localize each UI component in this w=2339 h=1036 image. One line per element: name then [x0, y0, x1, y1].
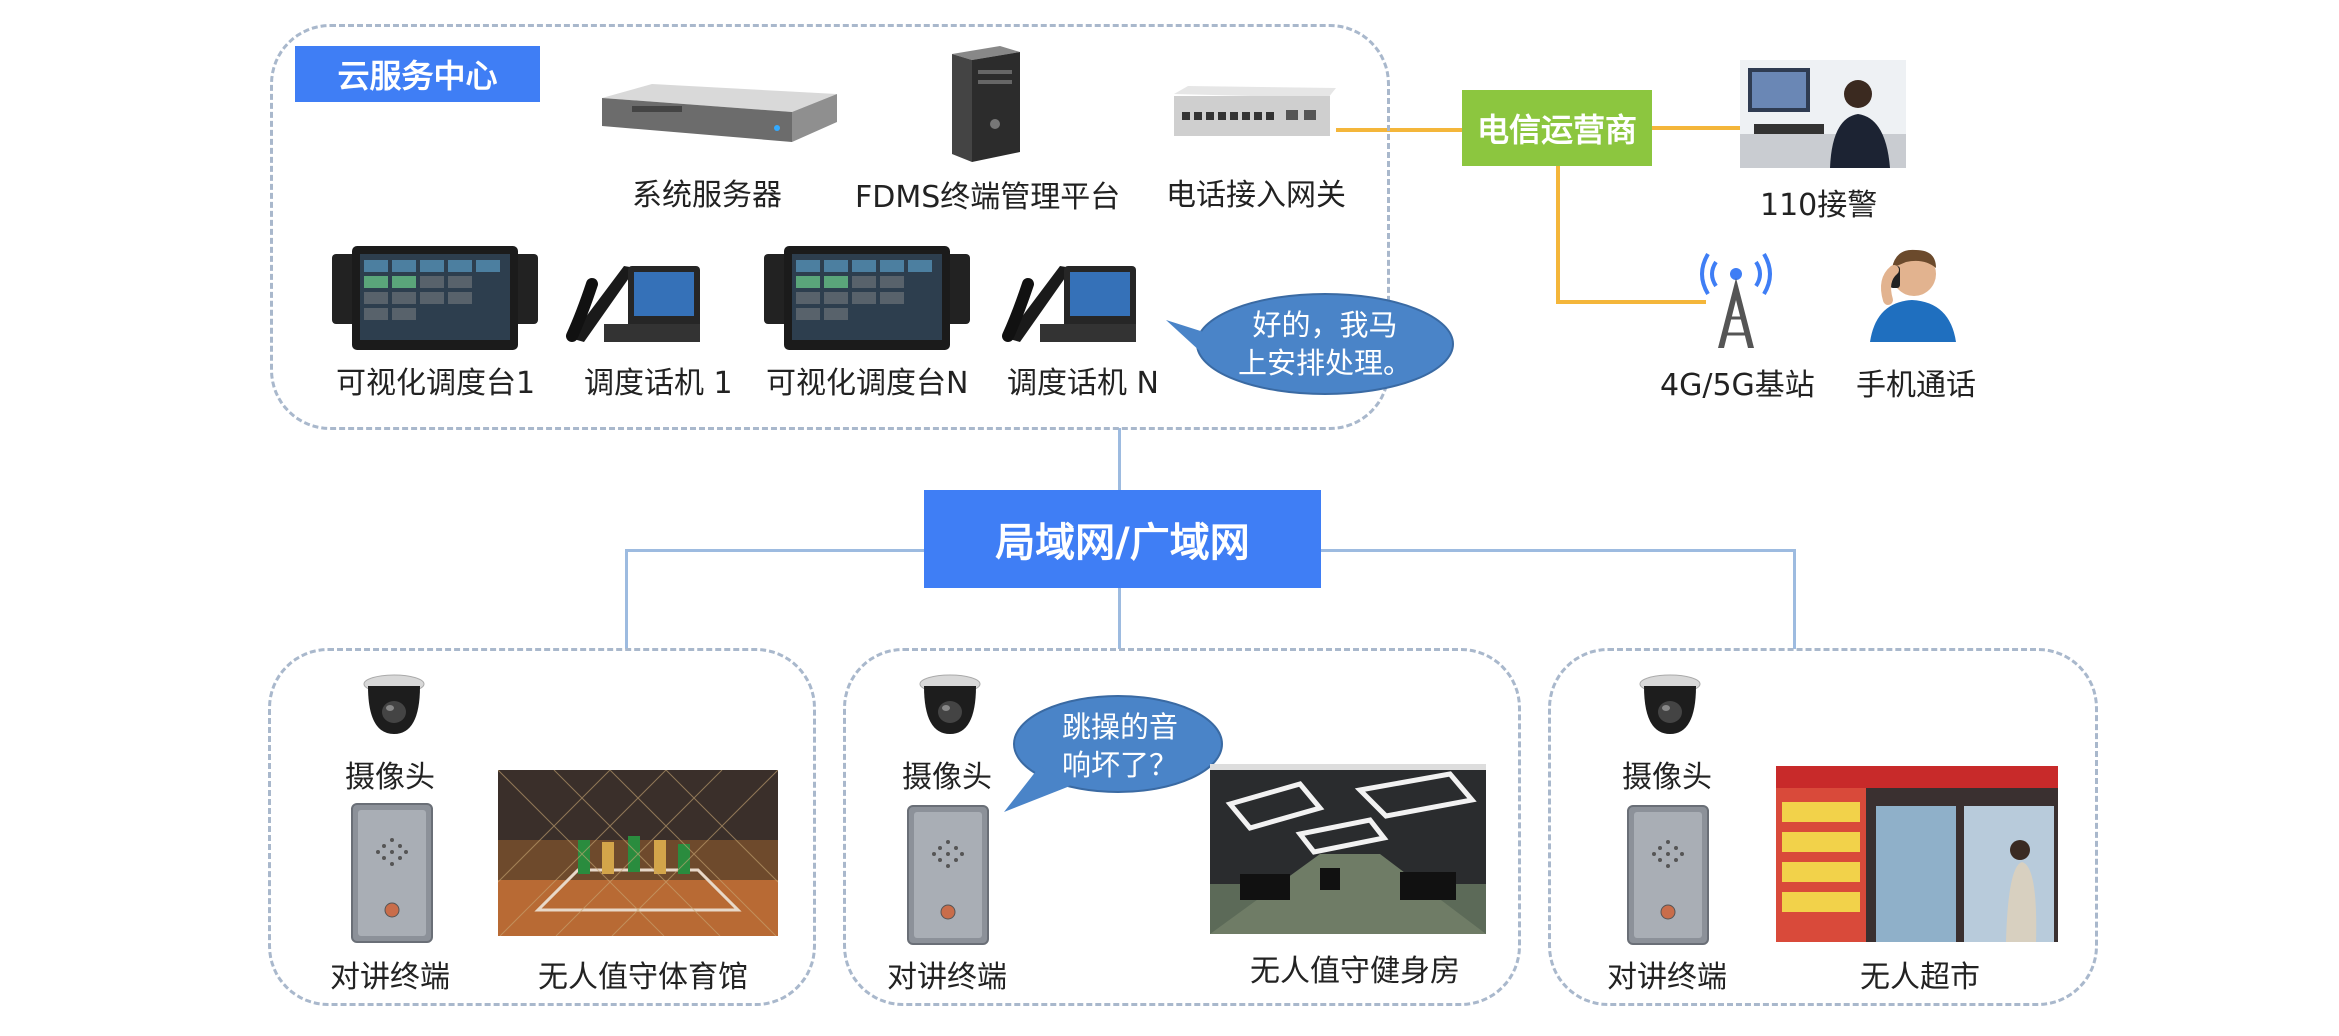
- site-2-venue-label: 无人值守健身房: [1250, 954, 1460, 989]
- site-1-venue-photo: [498, 770, 778, 936]
- site-2-box: [843, 648, 1521, 1006]
- console-1-label: 可视化调度台1: [336, 366, 536, 401]
- site-3-camera-label: 摄像头: [1622, 760, 1712, 795]
- reply-bubble-text: 好的，我马 上安排处理。: [1200, 306, 1450, 382]
- reply-speech-bubble: [1160, 290, 1460, 400]
- site-2-camera-label: 摄像头: [902, 760, 992, 795]
- network-label: 局域网/广域网: [924, 490, 1321, 588]
- site-3-camera-icon: [1636, 672, 1704, 738]
- console-n-label: 可视化调度台N: [766, 366, 969, 401]
- carrier-to-station-line: [1556, 300, 1706, 304]
- site-3-venue-label: 无人超市: [1860, 960, 1980, 995]
- carrier-to-police-line: [1650, 126, 1740, 130]
- phone-gateway-image: [1168, 84, 1340, 144]
- network-to-site2-line: [1118, 586, 1121, 649]
- site-2-intercom-label: 对讲终端: [887, 960, 1007, 995]
- dispatch-console-n-image: [762, 242, 972, 352]
- site-2-camera-icon: [916, 672, 984, 738]
- server-label: 系统服务器: [632, 178, 782, 213]
- reply-bubble-line2: 上安排处理。: [1237, 346, 1412, 380]
- cloud-service-center-title: 云服务中心: [295, 46, 540, 102]
- phone-n-label: 调度话机 N: [1007, 366, 1159, 401]
- carrier-label: 电信运营商: [1476, 111, 1637, 149]
- mobile-label: 手机通话: [1856, 368, 1976, 403]
- request-speech-bubble: [1000, 692, 1230, 816]
- site-3-intercom-label: 对讲终端: [1607, 960, 1727, 995]
- site-3-venue-photo: [1776, 766, 2058, 942]
- dispatch-phone-n-image: [1000, 254, 1140, 346]
- tower-server-image: [940, 44, 1030, 164]
- fdms-platform-label: FDMS终端管理平台: [855, 180, 1121, 215]
- gateway-to-carrier-line: [1336, 128, 1464, 132]
- phone-1-label: 调度话机 1: [584, 366, 733, 401]
- gateway-label: 电话接入网关: [1166, 178, 1346, 213]
- site-3-intercom-icon: [1626, 804, 1710, 946]
- cloud-to-network-line: [1118, 428, 1121, 492]
- carrier-down-line: [1556, 166, 1560, 304]
- station-label: 4G/5G基站: [1660, 368, 1815, 403]
- carrier-label-box: 电信运营商: [1462, 90, 1652, 166]
- site-1-camera-icon: [360, 672, 428, 738]
- rack-server-image: [592, 80, 842, 150]
- site-1-venue-label: 无人值守体育馆: [538, 960, 748, 995]
- site-1-camera-label: 摄像头: [345, 760, 435, 795]
- mobile-caller-photo: [1852, 240, 1974, 342]
- request-bubble-line2: 响坏了？: [1061, 748, 1178, 782]
- dispatch-phone-1-image: [564, 254, 704, 346]
- police-operator-photo: [1740, 60, 1906, 168]
- cell-tower-icon: [1698, 244, 1774, 350]
- site-2-intercom-icon: [906, 804, 990, 946]
- network-to-site3-line: [1793, 549, 1796, 649]
- request-bubble-text: 跳操的音 响坏了？: [1020, 708, 1220, 784]
- site-1-box: [268, 648, 816, 1006]
- site-1-intercom-label: 对讲终端: [330, 960, 450, 995]
- site-3-box: [1548, 648, 2098, 1006]
- request-bubble-line1: 跳操的音: [1061, 710, 1178, 744]
- cloud-service-center-box: [270, 24, 1390, 430]
- site-2-venue-photo: [1210, 764, 1486, 934]
- reply-bubble-line1: 好的，我马: [1252, 308, 1398, 342]
- police-label: 110接警: [1760, 188, 1878, 223]
- network-to-site1-line: [625, 549, 628, 649]
- site-1-intercom-icon: [350, 802, 434, 944]
- dispatch-console-1-image: [330, 242, 540, 352]
